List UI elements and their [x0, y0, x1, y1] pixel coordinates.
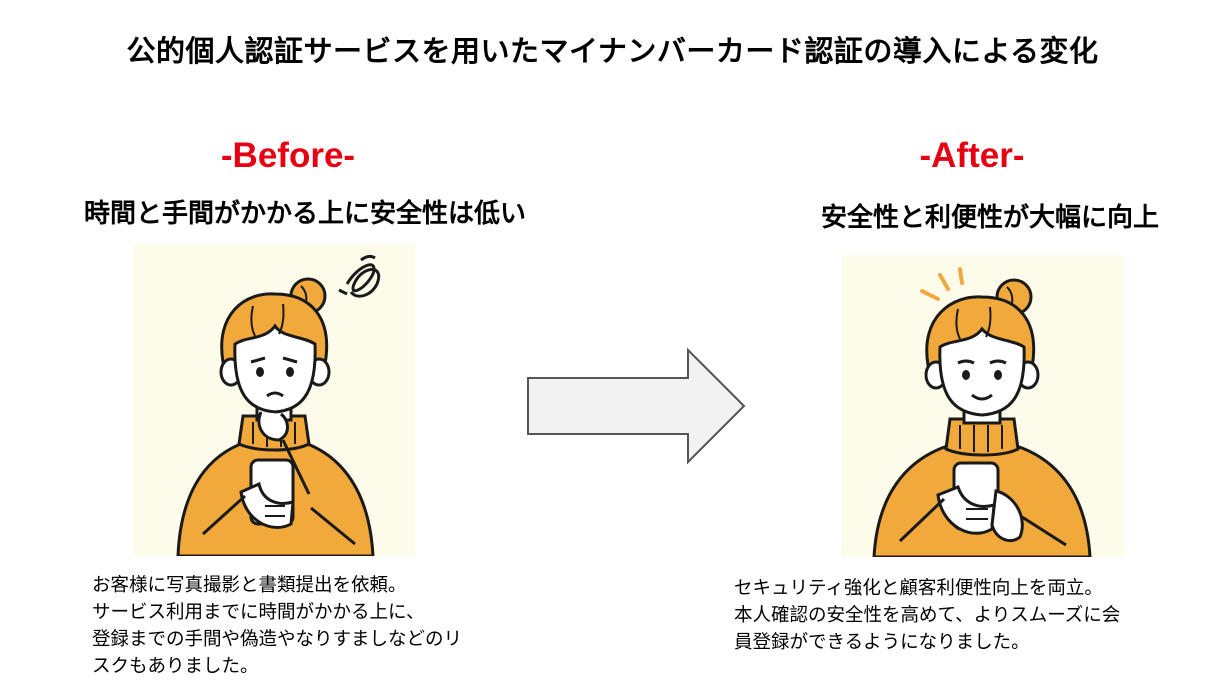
- after-illustration: [842, 255, 1124, 559]
- before-label: -Before-: [220, 136, 356, 175]
- confused-person-with-phone-icon: [176, 254, 381, 558]
- before-description: お客様に写真撮影と書類提出を依頼。 サービス利用までに時間がかかる上に、 登録ま…: [92, 572, 462, 680]
- after-label: -After-: [919, 136, 1025, 175]
- page-title: 公的個人認証サービスを用いたマイナンバーカード認証の導入による変化: [126, 34, 1099, 68]
- before-subtitle: 時間と手間がかかる上に安全性は低い: [83, 199, 526, 229]
- right-arrow-icon: [527, 348, 746, 464]
- after-subtitle: 安全性と利便性が大幅に向上: [820, 203, 1159, 233]
- before-description-line: 登録までの手間や偽造やなりすましなどのリ: [92, 629, 463, 650]
- after-description-line: 本人確認の安全性を高めて、よりスムーズに会: [734, 605, 1121, 626]
- after-description-line: セキュリティ強化と顧客利便性向上を両立。: [734, 578, 1103, 599]
- after-description-line: 員登録ができるようになりました。: [734, 632, 1030, 653]
- after-description: セキュリティ強化と顧客利便性向上を両立。 本人確認の安全性を高めて、よりスムーズ…: [734, 575, 1120, 656]
- before-description-line: お客様に写真撮影と書類提出を依頼。: [92, 575, 407, 596]
- before-illustration: [133, 244, 415, 558]
- before-description-line: サービス利用までに時間がかかる上に、: [92, 602, 425, 623]
- happy-person-with-phone-icon: [872, 267, 1092, 559]
- before-description-line: スクもありました。: [92, 656, 259, 677]
